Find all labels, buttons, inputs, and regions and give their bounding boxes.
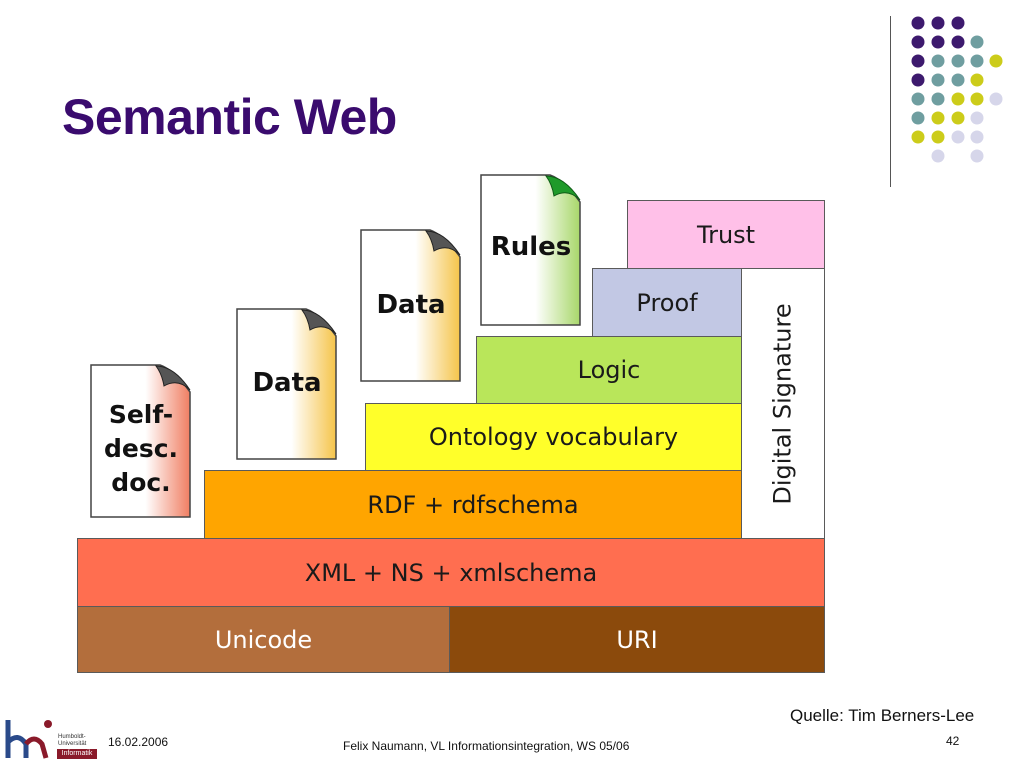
dot <box>911 111 925 125</box>
layer-digital-signature: Digital Signature <box>741 268 825 539</box>
dot <box>951 54 965 68</box>
layer-uri: URI <box>449 606 825 673</box>
dot <box>931 111 945 125</box>
dot <box>989 54 1003 68</box>
source-citation: Quelle: Tim Berners-Lee <box>790 706 975 725</box>
dot <box>911 35 925 49</box>
layer-trust-label: Trust <box>696 220 756 249</box>
doc-self-desc <box>90 364 191 518</box>
page-title: Semantic Web <box>62 89 397 145</box>
logo-line1: Humboldt- <box>58 734 86 740</box>
dot <box>931 130 945 144</box>
divider-line <box>890 16 891 187</box>
slide-page-number: 42 <box>946 734 960 748</box>
dot <box>951 16 965 30</box>
dot <box>931 92 945 106</box>
layer-logic: Logic <box>476 336 742 404</box>
layer-uri-label: URI <box>616 625 658 654</box>
doc-rules-label: Rules <box>490 232 572 262</box>
layer-xml-label: XML + NS + xmlschema <box>304 558 598 587</box>
dot <box>911 92 925 106</box>
slide-date: 16.02.2006 <box>108 735 169 749</box>
logo-informatik-badge: Informatik <box>57 749 97 759</box>
slide-author-course: Felix Naumann, VL Informationsintegratio… <box>343 739 630 753</box>
doc-data-2 <box>360 229 461 382</box>
dot <box>951 111 965 125</box>
dot <box>970 149 984 163</box>
dot <box>970 130 984 144</box>
layer-rdf: RDF + rdfschema <box>204 470 742 539</box>
dot <box>951 35 965 49</box>
doc-data-1-label: Data <box>252 368 322 398</box>
doc-data-1 <box>236 308 337 460</box>
dot <box>911 130 925 144</box>
dot <box>931 73 945 87</box>
dot <box>931 16 945 30</box>
layer-proof-label: Proof <box>636 288 698 317</box>
layer-unicode-label: Unicode <box>214 625 313 654</box>
layer-rdf-label: RDF + rdfschema <box>367 490 579 519</box>
university-logo: Humboldt- Universität Informatik <box>4 714 100 764</box>
dot <box>970 73 984 87</box>
layer-unicode: Unicode <box>77 606 450 673</box>
layer-xml: XML + NS + xmlschema <box>77 538 825 607</box>
layer-logic-label: Logic <box>577 356 641 384</box>
dot <box>970 35 984 49</box>
layer-proof: Proof <box>592 268 742 337</box>
hu-logo-icon <box>5 720 52 759</box>
dot <box>970 92 984 106</box>
dot <box>989 92 1003 106</box>
layer-ontology: Ontology vocabulary <box>365 403 742 471</box>
decorative-dot-grid <box>911 16 1003 163</box>
dot <box>970 54 984 68</box>
dot <box>931 35 945 49</box>
dot <box>970 111 984 125</box>
dot <box>931 54 945 68</box>
dot <box>911 73 925 87</box>
dot <box>911 16 925 30</box>
doc-rules <box>480 174 581 326</box>
dot <box>951 130 965 144</box>
dot <box>931 149 945 163</box>
dot <box>951 92 965 106</box>
dot <box>911 54 925 68</box>
layer-ontology-label: Ontology vocabulary <box>428 423 679 451</box>
layer-digital-signature-label: Digital Signature <box>769 302 797 505</box>
dot <box>951 73 965 87</box>
layer-trust: Trust <box>627 200 825 269</box>
doc-data-2-label: Data <box>376 290 446 320</box>
doc-self-desc-label: Self- desc. doc. <box>103 400 179 497</box>
logo-line2: Universität <box>58 741 87 747</box>
